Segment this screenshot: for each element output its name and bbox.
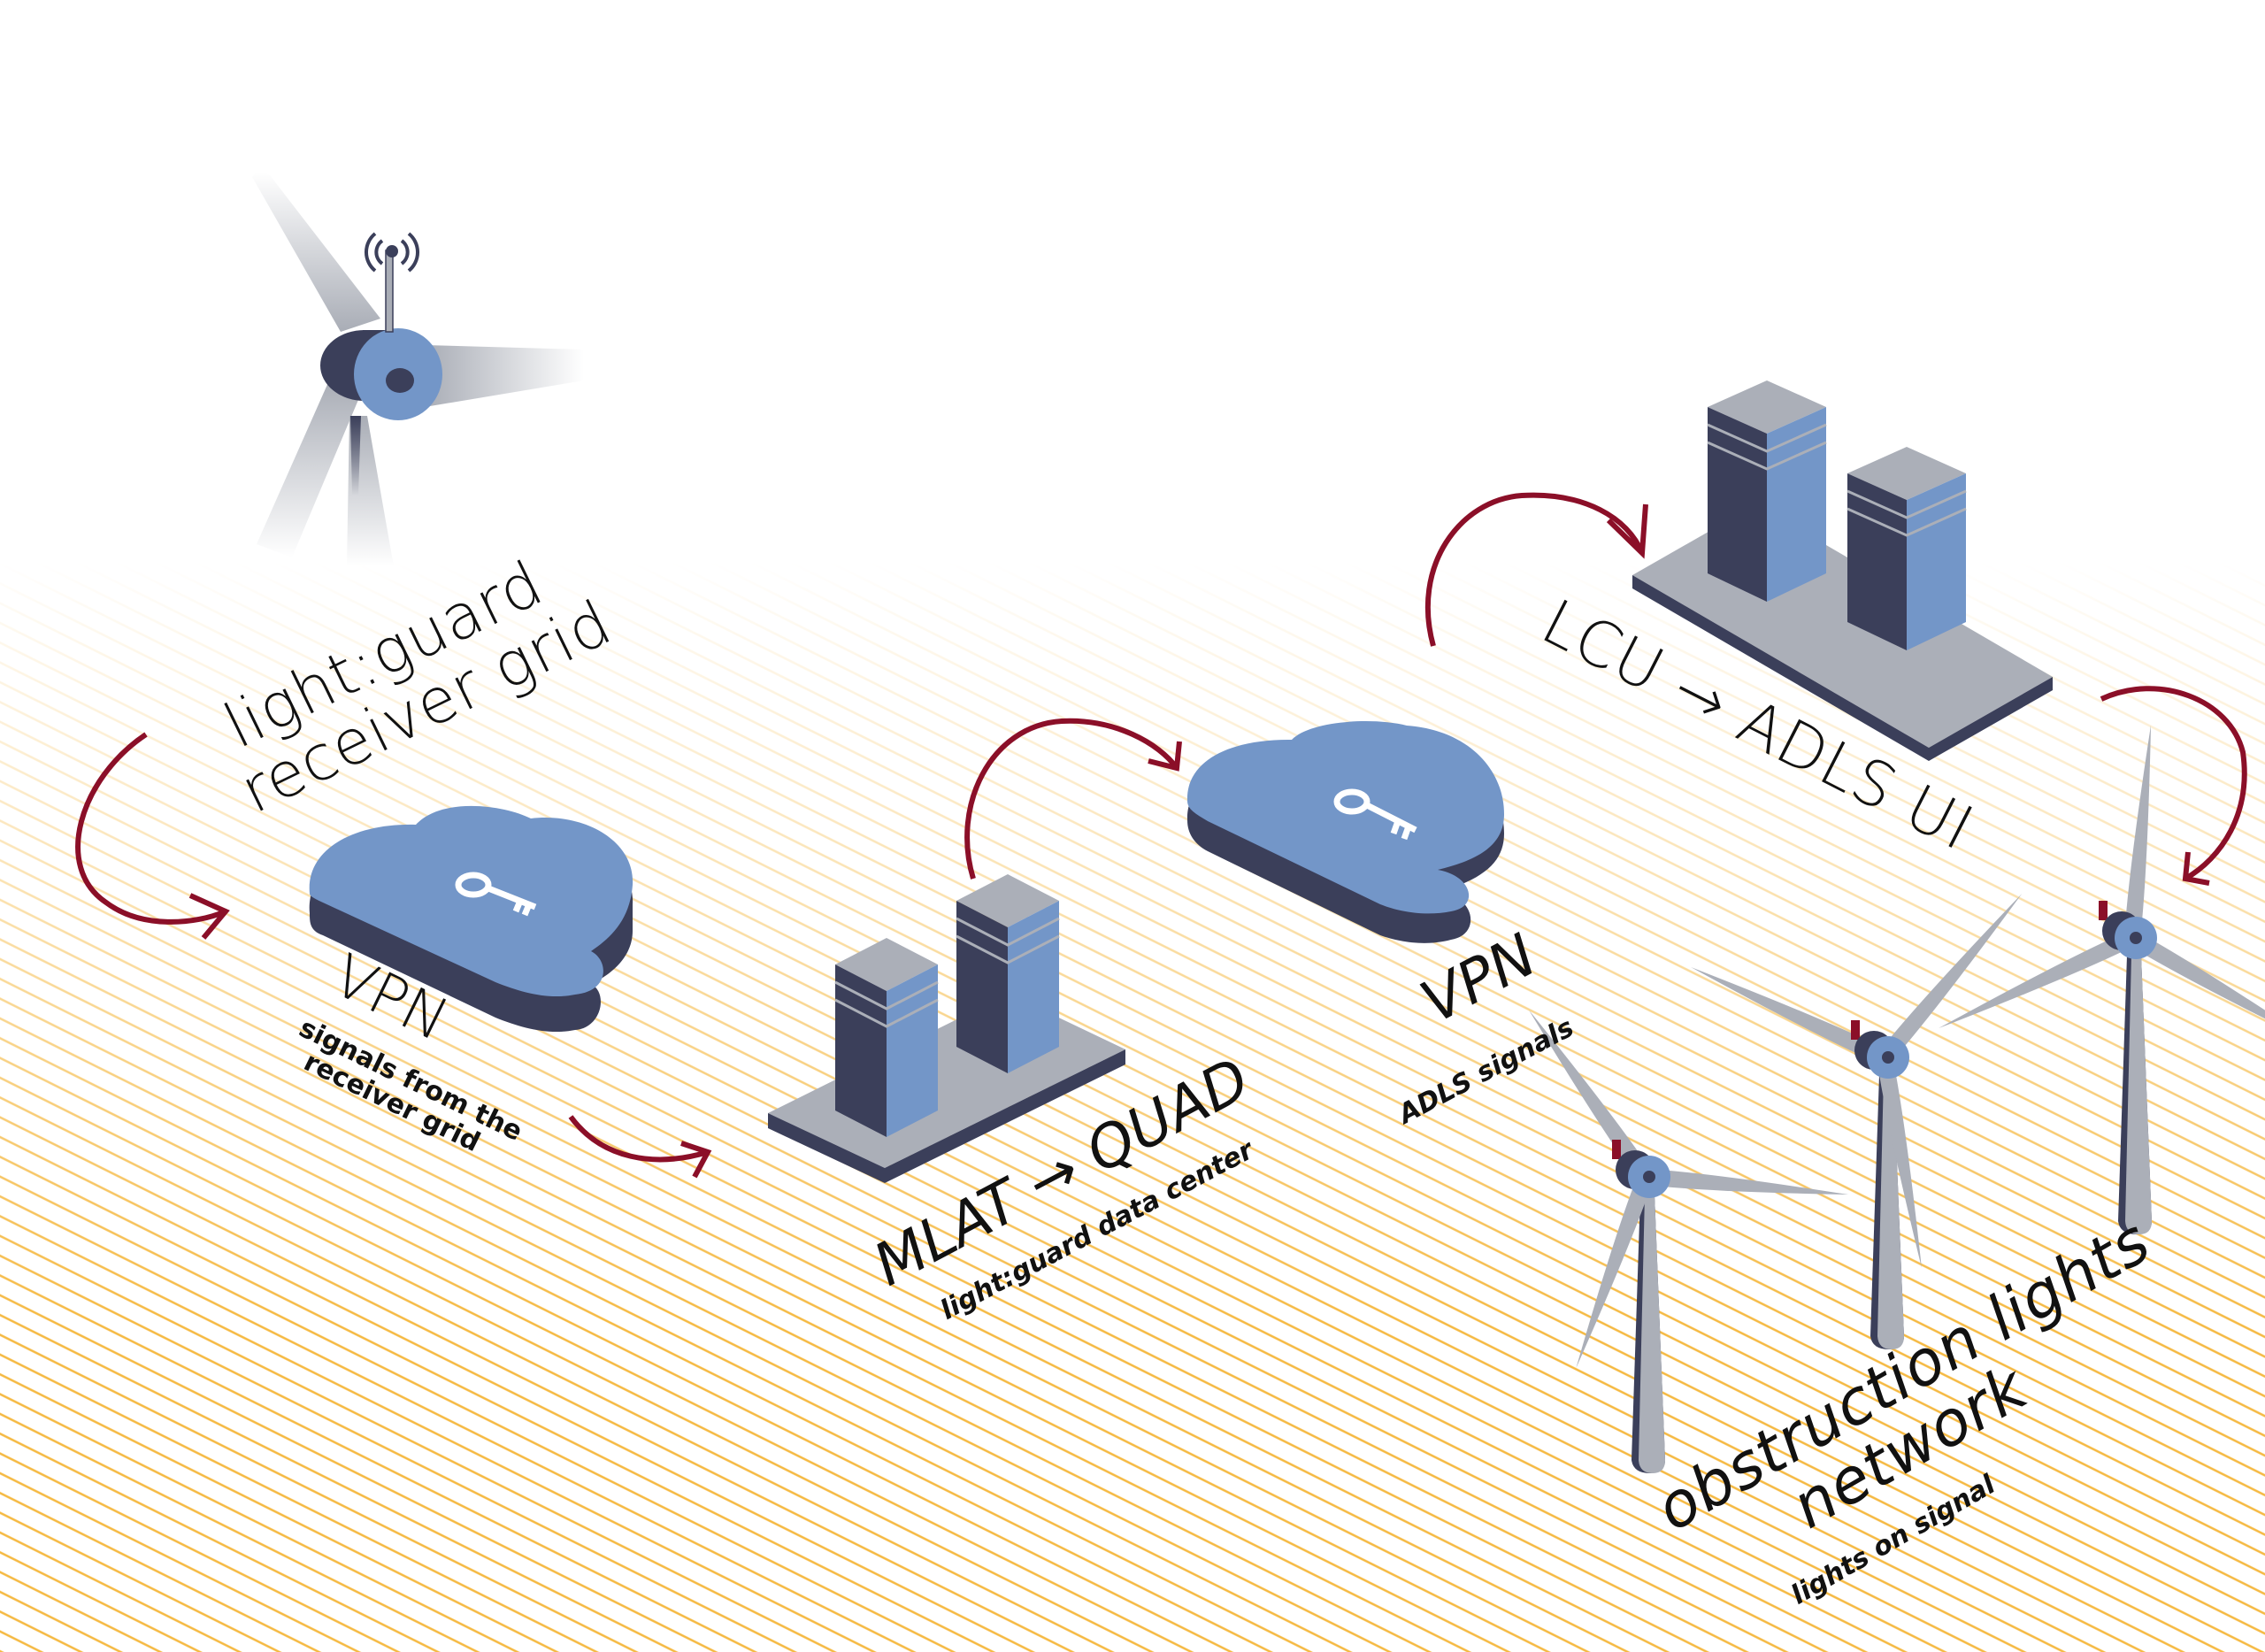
turbine-blade (1939, 930, 2136, 1029)
arrow-vpn-to-lcu (1424, 492, 1648, 647)
obstruction-light-icon (2099, 901, 2108, 920)
wind-turbine-icon (1691, 894, 2023, 1349)
datacenter-1-server-icon (768, 874, 1125, 1183)
turbine-blade (2124, 725, 2152, 939)
arrow-vpn-to-datacenter (568, 1115, 712, 1179)
wind-turbine-icon (1939, 725, 2265, 1234)
turbine-blade (425, 345, 584, 407)
flow-arrows (75, 492, 2247, 1179)
vpn-cloud-2 (1186, 721, 1504, 943)
obstruction-light-icon (1612, 1140, 1621, 1159)
arrow-receiver-to-vpn (75, 732, 230, 940)
wind-turbine-icon (1529, 1010, 1849, 1473)
arrow-datacenter-to-vpn (964, 718, 1182, 880)
key-icon (455, 872, 537, 917)
key-icon (1333, 788, 1417, 841)
arrow-lcu-to-turbines (2100, 686, 2247, 886)
signal-waves-icon (364, 232, 420, 273)
turbine-blade (1691, 966, 1888, 1065)
receiver-turbine-icon (252, 172, 584, 566)
turbine-blade (1576, 1173, 1654, 1369)
turbines-group (1529, 725, 2265, 1473)
turbine-blade (252, 172, 380, 332)
turbine-blade (2128, 931, 2265, 1045)
turbine-blade (1877, 1056, 1922, 1268)
vpn-cloud-1 (309, 805, 633, 1033)
datacenter-2-server-icon (1632, 380, 2053, 761)
turbine-blade (1529, 1010, 1653, 1182)
turbine-blade (1878, 894, 2023, 1063)
turbine-blade (257, 380, 363, 557)
obstruction-light-icon (1851, 1020, 1860, 1040)
turbine-blade (1645, 1169, 1849, 1195)
